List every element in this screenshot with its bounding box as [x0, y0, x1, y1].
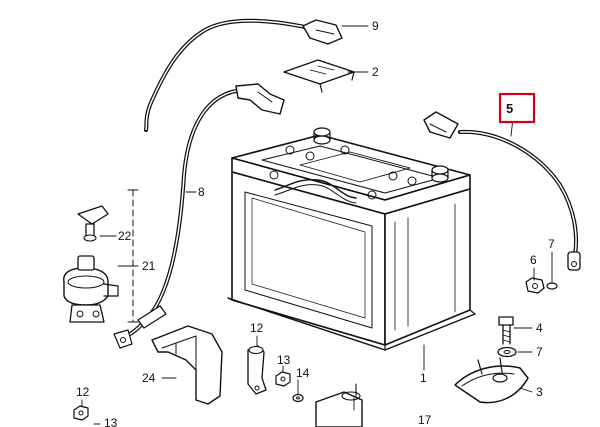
- callout-4: 4: [536, 321, 543, 335]
- callout-6: 6: [530, 253, 537, 267]
- callout-5: 5: [506, 101, 513, 116]
- relay-unit[interactable]: [315, 383, 363, 427]
- hold-down-clamp[interactable]: [454, 357, 529, 404]
- vent-plugs: [269, 145, 417, 200]
- callout-24: 24: [142, 371, 156, 385]
- terminal-cover[interactable]: [283, 59, 355, 93]
- bottom-nut[interactable]: [73, 405, 89, 421]
- fuse-holder[interactable]: [247, 345, 267, 395]
- callout-8: 8: [198, 185, 205, 199]
- battery[interactable]: [227, 127, 476, 351]
- callout-13-middle: 13: [277, 353, 291, 367]
- callout-13-lower: 13: [104, 416, 118, 427]
- callout-17: 17: [418, 413, 432, 427]
- callout-7-upper: 7: [548, 237, 555, 251]
- washer[interactable]: [497, 346, 517, 358]
- positive-main-cable[interactable]: [113, 83, 285, 349]
- battery-main-switch[interactable]: [63, 255, 119, 323]
- switch-key-knob[interactable]: [77, 205, 109, 242]
- callout-22: 22: [118, 229, 132, 243]
- small-washer[interactable]: [292, 393, 304, 403]
- callout-21: 21: [142, 259, 156, 273]
- terminal-washer[interactable]: [546, 282, 558, 290]
- callout-12-middle: 12: [250, 321, 264, 335]
- callout-9: 9: [372, 19, 379, 33]
- mounting-bracket[interactable]: [151, 325, 223, 405]
- callout-12-lower: 12: [76, 385, 90, 399]
- leader-lines: [81, 25, 553, 425]
- callout-1: 1: [420, 371, 427, 385]
- callout-7-lower: 7: [536, 345, 543, 359]
- highlighted-callout-5[interactable]: 5: [498, 92, 536, 124]
- battery-terminal-negative: [431, 165, 449, 183]
- starter-cable[interactable]: [144, 18, 343, 132]
- callout-3: 3: [536, 385, 543, 399]
- small-nut[interactable]: [275, 371, 291, 387]
- terminal-nut[interactable]: [525, 277, 545, 294]
- callout-14: 14: [296, 366, 310, 380]
- hold-down-bolt[interactable]: [498, 316, 514, 345]
- battery-terminal-positive: [313, 127, 331, 145]
- negative-ground-cable[interactable]: [423, 111, 581, 271]
- callout-2: 2: [372, 65, 379, 79]
